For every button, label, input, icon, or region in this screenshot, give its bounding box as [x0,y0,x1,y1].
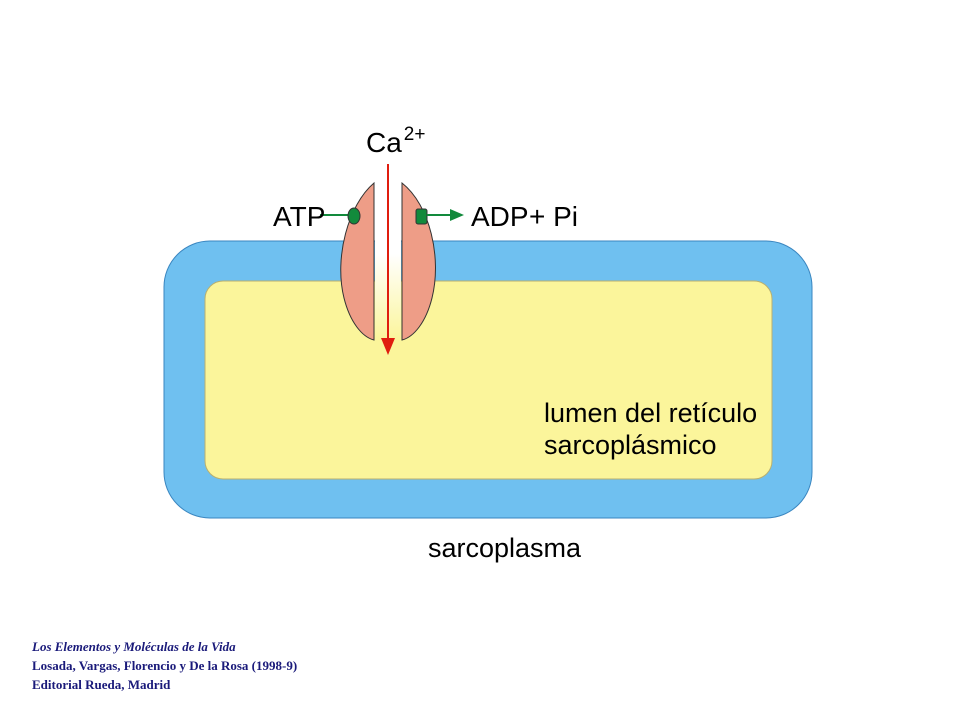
lumen-label-line2: sarcoplásmico [544,430,717,460]
calcium-arrow [381,164,395,355]
adp-release-site [415,208,428,225]
atp-label: ATP [273,201,325,232]
credits-authors: Losada, Vargas, Florencio y De la Rosa (… [32,658,298,673]
ion-charge: 2+ [404,124,426,145]
sr-lumen [204,280,773,480]
pump-left-half [340,181,375,341]
plus-pi-label: + Pi [529,201,578,232]
credits-title: Los Elementos y Moléculas de la Vida [32,639,236,654]
outside-label: sarcoplasma [428,533,582,563]
credits: Los Elementos y Moléculas de la Vida Los… [32,637,297,694]
atp-binding-site [347,207,361,225]
atp-arrow [320,207,361,225]
lumen-label-line1: lumen del retículo [544,398,757,428]
adp-label: ADP [471,201,529,232]
credits-publisher: Editorial Rueda, Madrid [32,677,171,692]
adp-arrow [415,208,464,225]
